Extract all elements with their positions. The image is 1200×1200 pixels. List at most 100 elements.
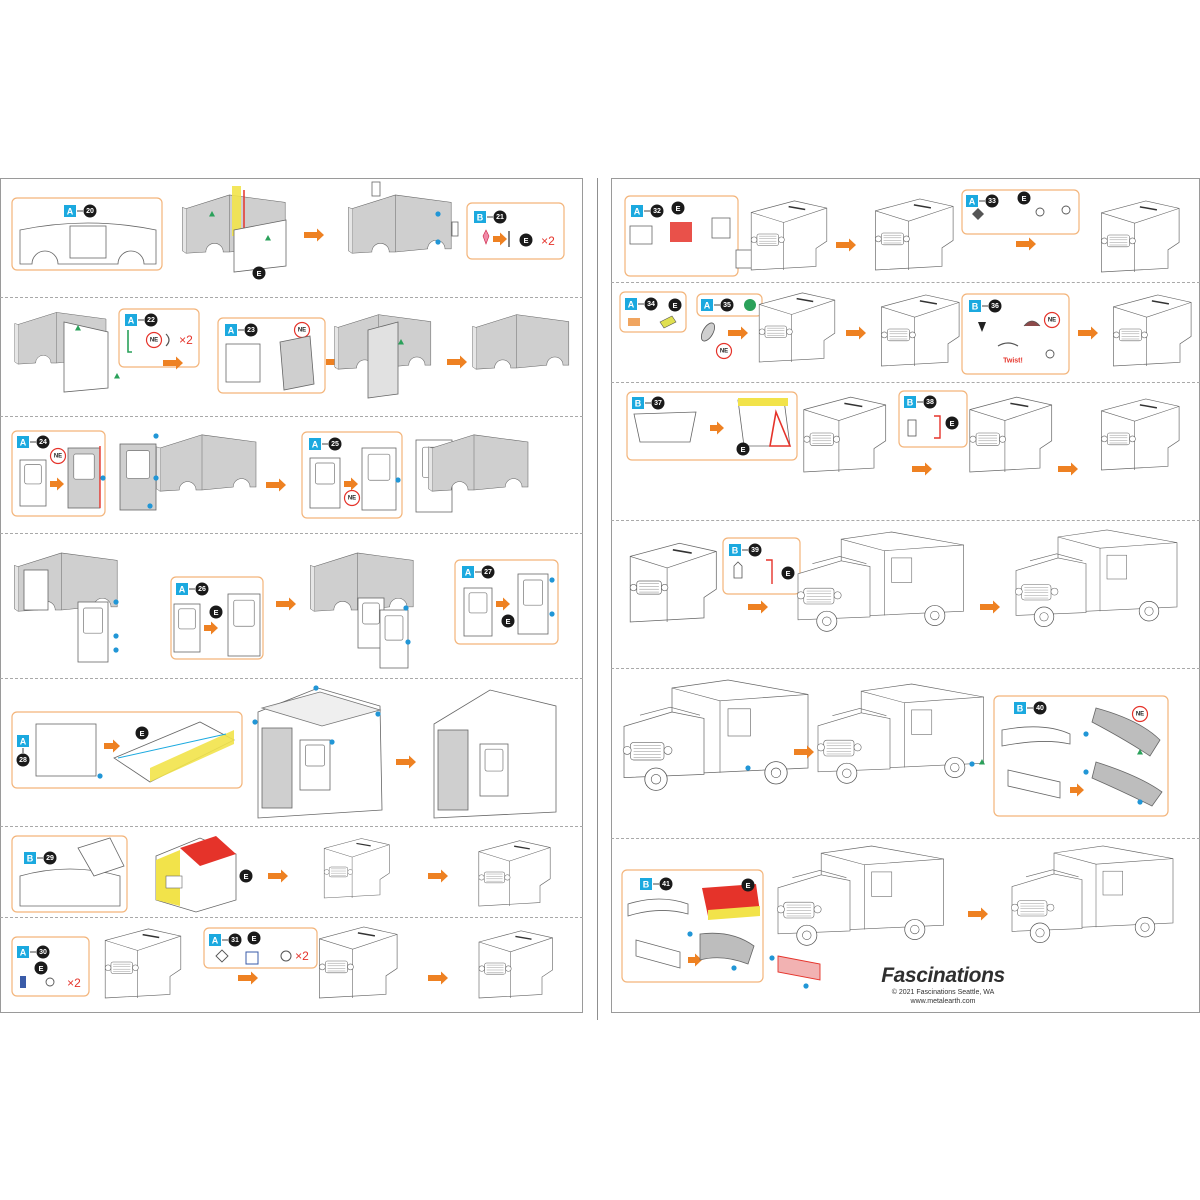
sheet-label: A <box>704 301 711 311</box>
attach-point-dot <box>435 211 441 217</box>
bend-tool-E-icon <box>209 605 223 619</box>
hood-vent <box>788 205 806 211</box>
attach-point-dot <box>969 761 975 767</box>
wheel-hub <box>802 930 812 940</box>
bend-tool-label: E <box>139 729 144 738</box>
next-step-arrow-icon <box>980 600 1000 614</box>
body-lip <box>472 325 477 370</box>
bend-tool-label: E <box>256 269 261 278</box>
bend-tool-label: E <box>38 964 43 973</box>
copyright-text: © 2021 Fascinations Seattle, WA <box>891 989 995 996</box>
row-divider <box>611 282 1200 283</box>
headlight <box>505 965 512 972</box>
windshield <box>1025 869 1079 878</box>
step-number: 38 <box>926 399 934 406</box>
body-wall <box>313 552 414 612</box>
hood-piece <box>77 837 125 877</box>
window-cutout <box>69 225 107 259</box>
grille-bent <box>670 222 692 242</box>
curve-NE-icon <box>1043 311 1061 329</box>
red-edge <box>769 409 792 447</box>
grille <box>1021 584 1052 601</box>
partition-curved <box>279 335 315 391</box>
next-step-arrow-icon <box>304 228 324 242</box>
red-highlight <box>180 836 236 866</box>
step-number-badge-icon <box>36 945 50 959</box>
sheet-label-icon <box>176 583 188 595</box>
sheet-label: A <box>969 197 976 207</box>
headlight <box>478 965 485 972</box>
bend-tool-label: E <box>740 445 745 454</box>
sheet-label-icon <box>474 211 486 223</box>
curved-tab <box>165 333 170 347</box>
step-number-badge-icon <box>651 396 665 410</box>
sheet-label-icon <box>225 324 237 336</box>
truck-cab <box>969 396 1053 473</box>
windshield <box>832 708 887 716</box>
sheet-label-icon <box>904 396 916 408</box>
attach-point-dot <box>405 639 411 645</box>
next-step-arrow-icon <box>428 971 448 985</box>
rear-door <box>437 729 469 811</box>
step-header: A28 <box>16 735 30 767</box>
attach-point-dot <box>1083 769 1089 775</box>
door-window <box>83 607 103 634</box>
windshield <box>792 870 847 878</box>
body-lip <box>428 446 433 492</box>
bumper-flat <box>1001 726 1071 747</box>
next-step-arrow-icon <box>447 355 467 369</box>
row-divider <box>0 678 583 679</box>
truck-cab <box>881 294 960 367</box>
step-number: 29 <box>46 855 54 862</box>
bracket-part <box>127 330 132 353</box>
curve-label: NE <box>1136 712 1144 718</box>
headlight <box>504 874 511 881</box>
yellow-highlight <box>150 730 234 782</box>
window-opening <box>23 569 49 611</box>
hood-flat <box>19 868 121 907</box>
front-wall-flat <box>19 222 157 265</box>
grille <box>803 587 835 605</box>
sheet-label-icon <box>625 298 637 310</box>
repeat-x2-label: ×2 <box>295 949 309 963</box>
sheet-label: A <box>634 207 641 217</box>
door-window <box>178 608 196 630</box>
sheet-label: B <box>907 398 914 408</box>
step-number: 21 <box>496 214 504 221</box>
attach-point-dot <box>375 711 381 717</box>
cab-roofline <box>319 934 398 950</box>
sheet-label-icon <box>17 946 29 958</box>
bend-tool-E-icon <box>945 416 959 430</box>
bend-tool-label: E <box>243 872 248 881</box>
row-divider <box>0 416 583 417</box>
attach-point-dot <box>435 239 441 245</box>
attach-point-dot <box>403 605 409 611</box>
mirror-flat <box>733 561 743 579</box>
truck-assembly <box>816 683 984 784</box>
truck-cab <box>1101 398 1180 471</box>
attach-point-dot <box>113 633 119 639</box>
attach-point-dot <box>153 475 159 481</box>
fitted-bumper <box>777 955 821 981</box>
callout-box <box>722 537 801 595</box>
door-window <box>362 602 380 625</box>
next-step-arrow-icon <box>204 621 218 635</box>
sheet-label-icon <box>64 205 76 217</box>
attach-point-dot <box>153 433 159 439</box>
headlight <box>833 435 840 443</box>
step-number-badge-icon <box>16 753 30 767</box>
body-wall <box>159 434 257 492</box>
cargo-roofline <box>821 852 944 866</box>
next-step-arrow-icon <box>104 739 120 753</box>
sheet-label: A <box>312 440 319 450</box>
bend-tool-E-icon <box>519 233 533 247</box>
